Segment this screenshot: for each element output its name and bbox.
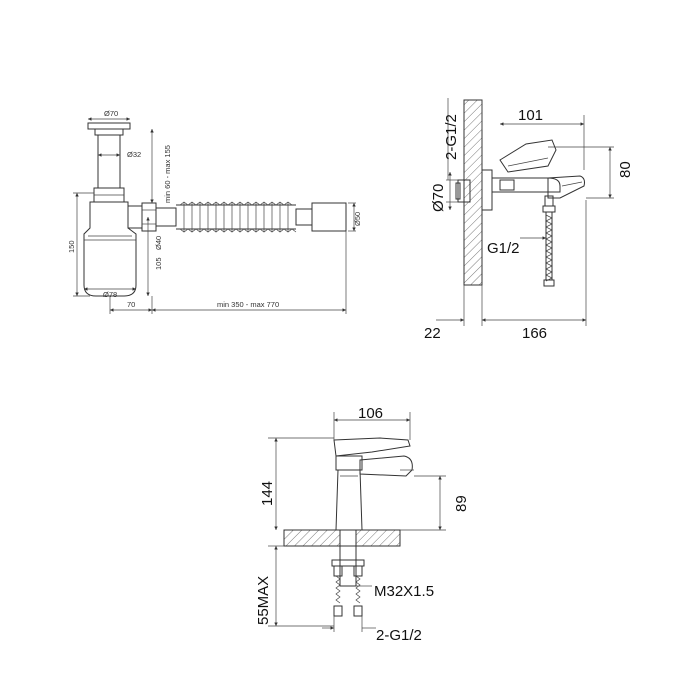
dim-basin-connection: 2-G1/2 xyxy=(376,627,422,644)
bath-mixer-drawing: 101 80 2-G1/2 Ø70 G1/2 22 166 xyxy=(424,98,634,342)
dim-basin-depth: 106 xyxy=(358,405,383,422)
countertop-right xyxy=(355,529,401,547)
wall-section xyxy=(463,99,483,286)
dim-basin-height: 144 xyxy=(259,481,276,506)
basin-mixer-body xyxy=(335,469,363,531)
bath-mixer-handle xyxy=(499,139,557,173)
basin-mixer-drawing: 106 144 89 55MAX M32X1.5 2-G1/2 xyxy=(255,405,470,644)
dim-siphon-d-end: Ø50 xyxy=(353,212,362,226)
siphon-drawing: Ø70 Ø32 min 60 - max 155 150 Ø40 105 Ø78… xyxy=(67,109,362,314)
dim-siphon-d-pipe: Ø32 xyxy=(127,150,141,159)
dim-basin-thread: M32X1.5 xyxy=(374,583,434,600)
dim-siphon-d-bottom: Ø78 xyxy=(103,290,117,299)
dim-bath-height: 80 xyxy=(617,161,634,178)
countertop-left xyxy=(283,529,341,547)
siphon-outlet-nut xyxy=(141,202,157,232)
dim-siphon-d-top: Ø70 xyxy=(104,109,118,118)
dim-basin-thickness: 55MAX xyxy=(255,576,272,625)
bath-mixer-flange xyxy=(481,169,493,211)
dim-siphon-offset: 70 xyxy=(127,300,135,309)
dim-bath-wall: 22 xyxy=(424,325,441,342)
dim-bath-connection: 2-G1/2 xyxy=(443,114,460,160)
supply-hoses xyxy=(333,575,363,617)
dim-basin-spout-height: 89 xyxy=(453,495,470,512)
siphon-bottle xyxy=(83,201,137,297)
dim-siphon-d-outlet: Ø40 xyxy=(154,236,163,250)
siphon-grate xyxy=(87,122,131,130)
dim-siphon-height: 150 xyxy=(67,240,76,253)
dim-bath-hose: G1/2 xyxy=(487,240,520,257)
siphon-grate-collar xyxy=(94,128,124,136)
dim-bath-depth: 101 xyxy=(518,107,543,124)
siphon-end-fitting xyxy=(311,202,347,232)
dim-bath-reach: 166 xyxy=(522,325,547,342)
bath-mixer-spout xyxy=(547,175,585,199)
shower-hose xyxy=(543,212,555,287)
dim-siphon-length-adj: min 350 - max 770 xyxy=(217,300,279,309)
dim-bath-flange: Ø70 xyxy=(430,184,447,212)
corrugated-hose xyxy=(176,201,297,233)
dim-siphon-outlet-height: 105 xyxy=(154,257,163,270)
dim-siphon-height-adj: min 60 - max 155 xyxy=(163,145,172,203)
basin-mixer-spout xyxy=(359,455,413,477)
basin-mixer-handle xyxy=(333,437,411,457)
